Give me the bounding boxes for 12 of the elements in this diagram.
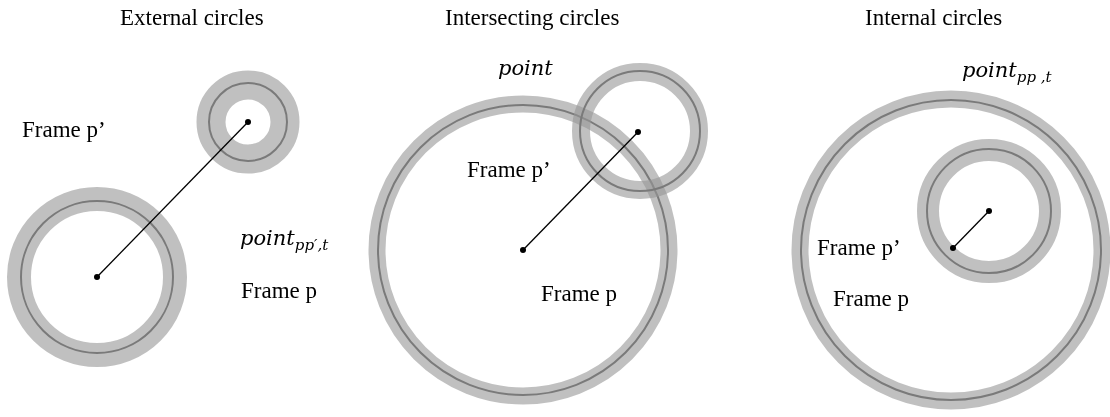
frame-label: Frame p	[833, 287, 909, 310]
panel-title: Intersecting circles	[445, 6, 620, 29]
panel-title: Internal circles	[865, 6, 1003, 29]
frame-label: Frame p’	[817, 236, 901, 259]
panel-title: External circles	[120, 6, 264, 29]
frame-label: Frame p’	[22, 118, 106, 141]
frame-label: Frame p	[241, 279, 317, 302]
point-label: point$_{pp′,t}$	[240, 228, 329, 254]
point-label: point$_{pp ,t}$	[962, 60, 1052, 86]
frame-label: Frame p’	[467, 158, 551, 181]
point-label: point	[498, 58, 553, 79]
frame-label: Frame p	[541, 282, 617, 305]
